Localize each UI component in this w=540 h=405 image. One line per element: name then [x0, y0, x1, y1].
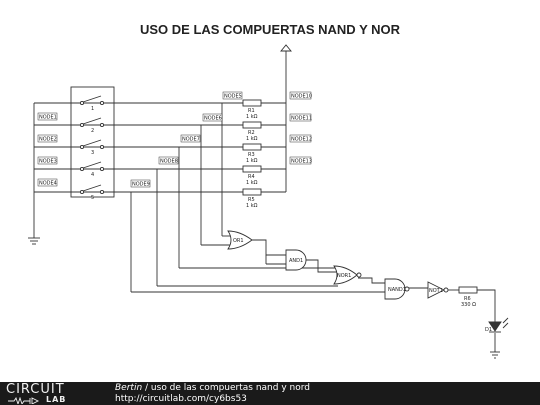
r3-value: 1 kΩ: [246, 158, 258, 164]
footer-bar: CIRCUIT LAB Bertin / uso de las compuert…: [0, 382, 540, 405]
or1-label: OR1: [233, 238, 244, 244]
not1-label: NOT1: [429, 288, 443, 294]
node6-label: NODE6: [204, 116, 222, 122]
node12-label: NODE12: [291, 137, 312, 143]
switch-1-label: 1: [91, 106, 94, 112]
author-link[interactable]: Bertin: [115, 383, 143, 393]
node3-label: NODE3: [39, 159, 57, 165]
node1-label: NODE1: [39, 115, 57, 121]
gate-nor1: [333, 265, 358, 285]
led-d1: [488, 321, 502, 332]
r4-value: 1 kΩ: [246, 180, 258, 186]
gate-or1: [227, 230, 253, 250]
switch-1: [79, 95, 105, 106]
node13-label: NODE13: [291, 159, 312, 165]
switch-3: [79, 139, 105, 150]
logo-text-top: CIRCUIT: [6, 382, 65, 397]
r6-name: R6: [464, 296, 471, 302]
gate-not1: [427, 281, 446, 299]
r1-value: 1 kΩ: [246, 114, 258, 120]
r3-name: R3: [248, 152, 255, 158]
logo-wave-icon: [8, 397, 40, 404]
switch-5-label: 5: [91, 195, 94, 201]
switch-3-label: 3: [91, 150, 94, 156]
node7-label: NODE7: [182, 137, 200, 143]
node10-label: NODE10: [291, 94, 312, 100]
resistor-r5: [242, 188, 262, 196]
node8-label: NODE8: [160, 159, 178, 165]
r2-value: 1 kΩ: [246, 136, 258, 142]
node4-label: NODE4: [39, 181, 57, 187]
switch-2-label: 2: [91, 128, 94, 134]
node5-label: NODE5: [224, 94, 242, 100]
resistor-r1: [242, 99, 262, 107]
supply-arrow: [280, 44, 292, 52]
circuit-name: uso de las compuertas nand y nord: [150, 383, 310, 393]
circuit-schematic: NODE1 NODE2 NODE3 NODE4 NODE5 NODE6 NODE…: [28, 44, 509, 359]
node11-label: NODE11: [291, 116, 312, 122]
gate-and1: [285, 249, 307, 271]
and1-label: AND1: [289, 258, 303, 264]
led-label: D1: [485, 327, 492, 333]
switch-4: [79, 161, 105, 172]
r5-value: 1 kΩ: [246, 203, 258, 209]
footer-title-line: Bertin / uso de las compuertas nand y no…: [115, 383, 310, 393]
circuitlab-logo: CIRCUIT LAB: [6, 383, 98, 405]
logo-text-bottom: LAB: [46, 395, 67, 404]
resistor-r6: [458, 286, 478, 294]
nor1-label: NOR1: [337, 273, 351, 279]
page-title: USO DE LAS COMPUERTAS NAND Y NOR: [139, 22, 401, 37]
switch-5: [79, 184, 105, 195]
r6-value: 330 Ω: [461, 302, 476, 308]
switch-4-label: 4: [91, 172, 94, 178]
footer-separator: /: [142, 383, 151, 393]
r4-name: R4: [248, 174, 255, 180]
gate-nand1: [384, 278, 406, 300]
resistor-r3: [242, 143, 262, 151]
resistor-r2: [242, 121, 262, 129]
r5-name: R5: [248, 197, 255, 203]
r2-name: R2: [248, 130, 255, 136]
nand1-label: NAND1: [388, 287, 406, 293]
node2-label: NODE2: [39, 137, 57, 143]
node9-label: NODE9: [132, 182, 150, 188]
switch-box: [70, 86, 115, 198]
switch-2: [79, 117, 105, 128]
resistor-r4: [242, 165, 262, 173]
r1-name: R1: [248, 108, 255, 114]
circuit-url[interactable]: http://circuitlab.com/cy6bs53: [115, 394, 247, 404]
